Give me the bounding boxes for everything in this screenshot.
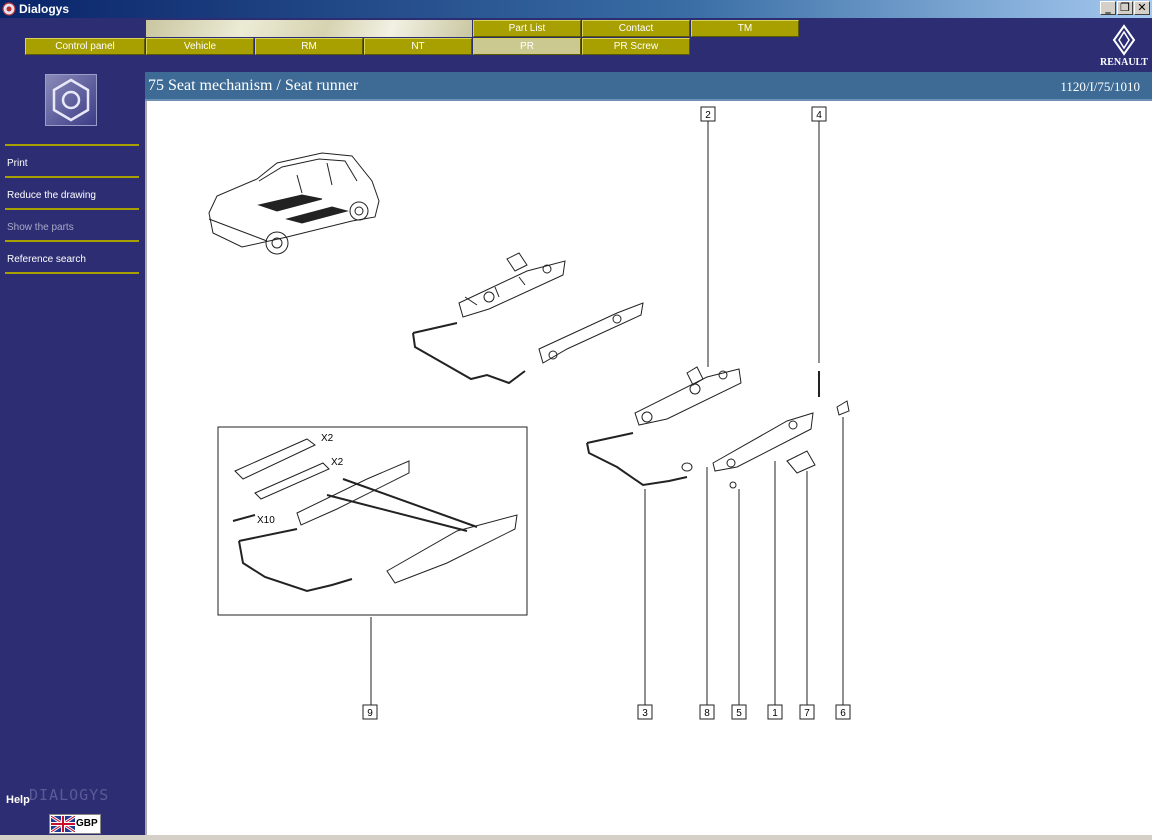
parts-drawing[interactable]: 2 4 9 3 8 5 1 7 6 X2 X2 X10 bbox=[145, 101, 1152, 835]
part-number-boxes bbox=[362, 106, 851, 720]
sidebar-item-print[interactable]: Print bbox=[7, 158, 28, 169]
main-seat-runner-assembly bbox=[586, 366, 850, 489]
part-label-1[interactable]: 1 bbox=[772, 708, 778, 719]
leader-lines bbox=[370, 121, 844, 705]
sidebar-item-reference-search[interactable]: Reference search bbox=[7, 254, 86, 265]
sidebar-item-reduce-drawing[interactable]: Reduce the drawing bbox=[7, 190, 96, 201]
brand-name: RENAULT bbox=[1100, 57, 1148, 68]
part-label-7[interactable]: 7 bbox=[804, 708, 810, 719]
tab-part-list[interactable]: Part List bbox=[473, 20, 581, 37]
restore-button[interactable]: ❐ bbox=[1117, 1, 1133, 15]
tab-control-panel[interactable]: Control panel bbox=[25, 38, 145, 55]
part-label-2[interactable]: 2 bbox=[705, 110, 711, 121]
title-bar: Dialogys _ ❐ ✕ bbox=[0, 0, 1152, 18]
tab-rm[interactable]: RM bbox=[255, 38, 363, 55]
quantity-label: X2 bbox=[331, 457, 344, 468]
kit-inset-box bbox=[217, 426, 528, 616]
quantity-label: X2 bbox=[321, 433, 334, 444]
exploded-view-diagram: 2 4 9 3 8 5 1 7 6 X2 X2 X10 bbox=[208, 106, 851, 720]
quantity-label: X10 bbox=[257, 515, 275, 526]
kit-inset-parts bbox=[232, 438, 518, 593]
currency-code: GBP bbox=[76, 818, 98, 829]
renault-diamond-icon bbox=[1112, 24, 1136, 56]
sidebar: Print Reduce the drawing Show the parts … bbox=[0, 72, 145, 840]
page-title: 75 Seat mechanism / Seat runner bbox=[148, 77, 359, 94]
tab-pr[interactable]: PR bbox=[473, 38, 581, 55]
hex-nut-icon bbox=[45, 74, 97, 126]
part-label-6[interactable]: 6 bbox=[840, 708, 846, 719]
tab-pr-screw[interactable]: PR Screw bbox=[582, 38, 690, 55]
app-header: Part List Contact TM Control panel Vehic… bbox=[0, 18, 1152, 72]
status-strip bbox=[0, 835, 1152, 840]
header-banner bbox=[146, 20, 472, 37]
tab-vehicle[interactable]: Vehicle bbox=[146, 38, 254, 55]
page-title-bar: 75 Seat mechanism / Seat runner 1120/I/7… bbox=[145, 72, 1152, 101]
close-button[interactable]: ✕ bbox=[1134, 1, 1150, 15]
sidebar-divider bbox=[5, 272, 139, 274]
dialogys-watermark: DIALOGYS bbox=[29, 786, 110, 804]
part-label-4[interactable]: 4 bbox=[816, 110, 822, 121]
part-label-3[interactable]: 3 bbox=[642, 708, 648, 719]
sidebar-divider bbox=[5, 144, 139, 146]
tab-nt[interactable]: NT bbox=[364, 38, 472, 55]
tab-contact[interactable]: Contact bbox=[582, 20, 690, 37]
window-title: Dialogys bbox=[19, 2, 70, 16]
sidebar-divider bbox=[5, 240, 139, 242]
part-label-5[interactable]: 5 bbox=[736, 708, 742, 719]
help-link[interactable]: Help bbox=[6, 794, 30, 806]
page-reference: 1120/I/75/1010 bbox=[1060, 79, 1140, 94]
upper-seat-runner-assembly bbox=[412, 252, 644, 385]
part-label-8[interactable]: 8 bbox=[704, 708, 710, 719]
part-label-9[interactable]: 9 bbox=[367, 708, 373, 719]
currency-selector[interactable]: GBP bbox=[49, 814, 101, 834]
tab-tm[interactable]: TM bbox=[691, 20, 799, 37]
minimize-button[interactable]: _ bbox=[1100, 1, 1116, 15]
renault-logo: RENAULT bbox=[1096, 24, 1152, 70]
sidebar-item-show-parts: Show the parts bbox=[7, 222, 74, 233]
sidebar-divider bbox=[5, 208, 139, 210]
car-thumbnail bbox=[208, 152, 380, 255]
uk-flag-icon bbox=[51, 816, 75, 832]
app-icon bbox=[2, 2, 16, 16]
sidebar-divider bbox=[5, 176, 139, 178]
